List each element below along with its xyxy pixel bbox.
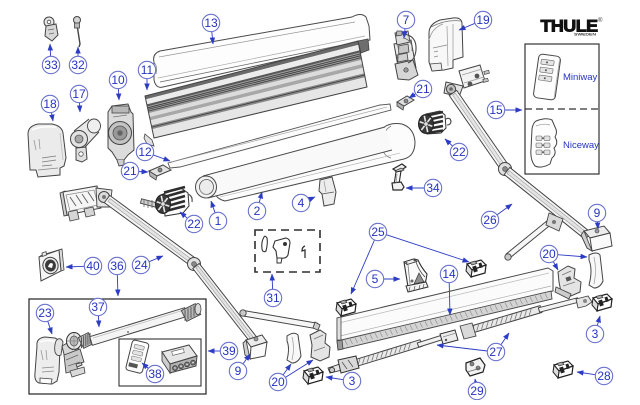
svg-text:14: 14	[442, 267, 456, 281]
svg-text:9: 9	[594, 206, 601, 220]
svg-text:Miniway: Miniway	[563, 72, 598, 83]
svg-text:25: 25	[371, 225, 385, 239]
svg-text:29: 29	[470, 384, 484, 398]
svg-text:10: 10	[111, 73, 125, 87]
svg-text:9: 9	[235, 364, 242, 378]
svg-text:THULE: THULE	[541, 18, 599, 36]
svg-text:13: 13	[204, 16, 218, 30]
svg-text:32: 32	[71, 58, 85, 72]
svg-text:12: 12	[138, 145, 152, 159]
svg-text:37: 37	[91, 300, 105, 314]
svg-text:34: 34	[426, 181, 440, 195]
svg-text:39: 39	[222, 344, 236, 358]
svg-text:3: 3	[592, 327, 599, 341]
svg-text:21: 21	[123, 164, 137, 178]
svg-text:28: 28	[597, 369, 611, 383]
svg-text:SWEDEN: SWEDEN	[574, 32, 596, 37]
svg-text:4: 4	[298, 196, 305, 210]
svg-text:33: 33	[44, 58, 58, 72]
svg-text:36: 36	[110, 259, 124, 273]
svg-text:22: 22	[187, 217, 201, 231]
svg-text:19: 19	[476, 13, 490, 27]
svg-text:1: 1	[215, 214, 222, 228]
svg-text:22: 22	[452, 145, 466, 159]
svg-text:7: 7	[403, 13, 410, 27]
svg-text:31: 31	[266, 291, 280, 305]
svg-text:27: 27	[489, 345, 503, 359]
svg-text:21: 21	[416, 82, 430, 96]
svg-text:26: 26	[483, 213, 497, 227]
svg-text:®: ®	[598, 17, 603, 24]
svg-text:3: 3	[349, 374, 356, 388]
svg-text:18: 18	[43, 97, 57, 111]
svg-text:38: 38	[148, 367, 162, 381]
svg-text:2: 2	[254, 204, 261, 218]
svg-text:24: 24	[134, 258, 148, 272]
svg-text:17: 17	[72, 87, 86, 101]
svg-text:23: 23	[38, 306, 52, 320]
svg-text:20: 20	[271, 375, 285, 389]
svg-text:20: 20	[542, 247, 556, 261]
svg-text:Niceway: Niceway	[563, 140, 599, 151]
svg-text:11: 11	[141, 63, 154, 77]
svg-text:5: 5	[372, 272, 379, 286]
svg-text:40: 40	[86, 259, 100, 273]
svg-text:15: 15	[489, 103, 503, 117]
